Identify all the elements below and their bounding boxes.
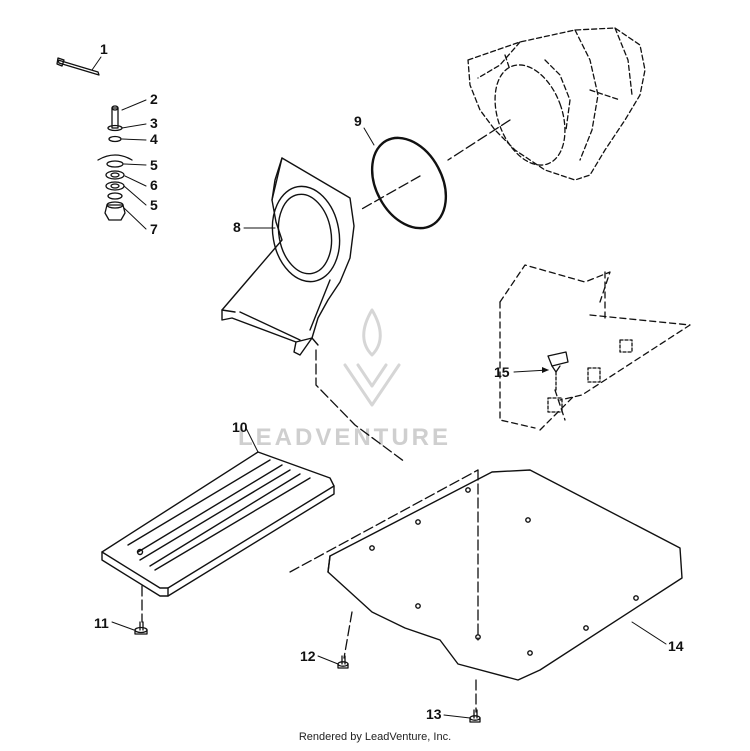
- footer-credit: Rendered by LeadVenture, Inc.: [298, 731, 452, 743]
- callout-4: 4: [150, 131, 158, 147]
- bolt-11: [134, 621, 148, 635]
- floor-panel: [327, 469, 683, 681]
- callout-2: 2: [150, 91, 158, 107]
- callout-6: 6: [150, 177, 158, 193]
- bolt-12: [337, 655, 349, 669]
- callout-12: 12: [300, 648, 316, 664]
- callout-11: 11: [94, 615, 109, 631]
- cable-tie: [56, 57, 100, 76]
- centerline-shroud: [315, 349, 406, 463]
- callout-7: 7: [150, 221, 158, 237]
- callout-8: 8: [233, 219, 241, 235]
- engine-outline: [467, 27, 646, 181]
- callout-5-lower: 5: [150, 197, 158, 213]
- arrow-15: [542, 367, 549, 373]
- callout-15: 15: [494, 364, 510, 380]
- callout-5-upper: 5: [150, 157, 158, 173]
- leader-lines: [91, 56, 667, 719]
- retainer-15: [547, 351, 569, 393]
- enclosure-blocks: [547, 339, 633, 413]
- bolt-13: [469, 709, 481, 723]
- callout-labels: 1 2 3 4 5 6 5 7 8 9 10 11 12 13 14 15: [94, 41, 684, 722]
- callout-3: 3: [150, 115, 158, 131]
- callout-1: 1: [100, 41, 108, 57]
- centerline-bolt-12: [343, 611, 353, 659]
- callout-13: 13: [426, 706, 442, 722]
- centerline-ring: [359, 175, 421, 211]
- callout-14: 14: [668, 638, 684, 654]
- fastener-stack: [97, 105, 133, 221]
- callout-10: 10: [232, 419, 248, 435]
- centerline-engine: [447, 119, 511, 161]
- step-mat: [101, 451, 335, 597]
- watermark-text: LEADVENTURE: [238, 424, 451, 451]
- callout-9: 9: [354, 113, 362, 129]
- watermark-logo: [343, 308, 401, 407]
- shroud: [221, 157, 355, 356]
- enclosure-outline: [499, 264, 691, 431]
- centerline-panel-left: [289, 469, 479, 573]
